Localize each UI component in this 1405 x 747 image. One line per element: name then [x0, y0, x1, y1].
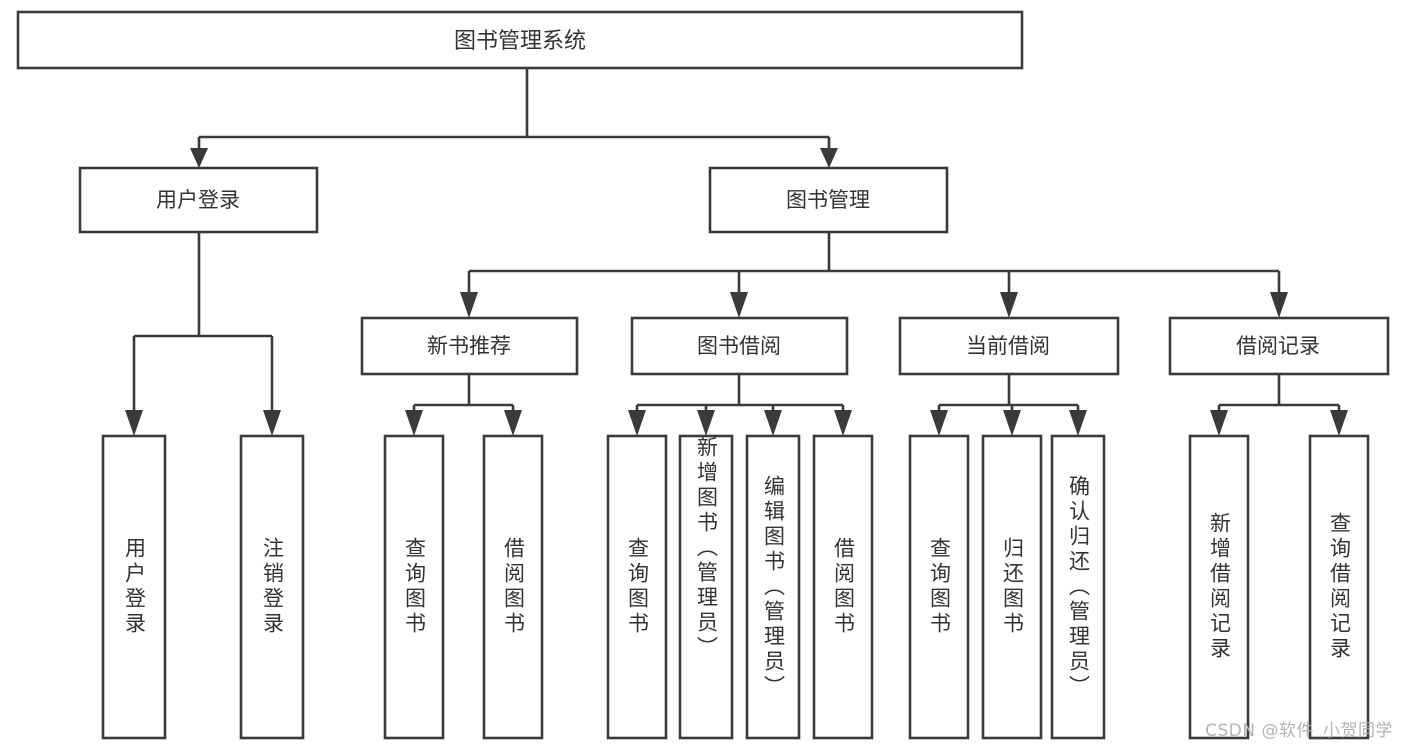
arrow-head-borrow-record: [1270, 292, 1288, 318]
node-user-login[interactable]: [78, 166, 319, 234]
node-leaf-query-borrow-record[interactable]: [1308, 434, 1370, 740]
label-user-login: 用户登录: [156, 188, 240, 212]
arrow-head-leaf-user-login: [125, 410, 143, 436]
node-leaf-query-book-borrow[interactable]: [606, 434, 668, 740]
node-new-book-rec[interactable]: [360, 316, 579, 376]
arrow-head-leaf-query-book-borrow: [628, 410, 646, 436]
arrow-head-leaf-borrow-book-rec: [504, 410, 522, 436]
arrow-head-leaf-add-borrow-record: [1210, 410, 1228, 436]
node-root[interactable]: [16, 10, 1024, 70]
csdn-watermark: CSDN @软件_小贺同学: [1205, 721, 1393, 741]
node-leaf-edit-book-admin[interactable]: [745, 434, 801, 740]
node-leaf-user-login[interactable]: [101, 434, 167, 740]
node-book-mgmt[interactable]: [708, 166, 949, 234]
node-leaf-return-book[interactable]: [981, 434, 1043, 740]
node-leaf-confirm-return-admin[interactable]: [1050, 434, 1106, 740]
node-label-group: 图书管理系统 用户登录 图书管理 新书推荐 图书借阅 当前借阅 借阅记录: [156, 29, 1320, 358]
node-leaf-logout-login[interactable]: [239, 434, 305, 740]
arrow-head-leaf-add-book-admin: [697, 410, 715, 436]
node-leaf-add-book-admin[interactable]: [678, 434, 734, 740]
arrow-head-book-borrow: [730, 292, 748, 318]
label-book-borrow: 图书借阅: [697, 334, 781, 358]
node-group: [16, 10, 1390, 740]
arrow-head-book-mgmt: [820, 148, 838, 168]
node-current-borrow[interactable]: [898, 316, 1120, 376]
label-new-book-rec: 新书推荐: [427, 334, 511, 358]
arrow-head-leaf-query-book-current: [930, 410, 948, 436]
arrow-head-leaf-query-borrow-record: [1330, 410, 1348, 436]
connector-group: [125, 68, 1348, 436]
node-leaf-add-borrow-record[interactable]: [1188, 434, 1250, 740]
node-book-borrow[interactable]: [630, 316, 849, 376]
label-book-mgmt: 图书管理: [786, 188, 870, 212]
node-leaf-borrow-book-rec[interactable]: [482, 434, 544, 740]
arrow-head-leaf-confirm-return-admin: [1069, 410, 1087, 436]
arrow-head-current-borrow: [1000, 292, 1018, 318]
arrow-head-leaf-return-book: [1003, 410, 1021, 436]
node-leaf-query-book-rec[interactable]: [383, 434, 445, 740]
arrow-head-leaf-query-book-rec: [405, 410, 423, 436]
node-leaf-borrow-book[interactable]: [812, 434, 874, 740]
arrow-head-leaf-edit-book-admin: [764, 410, 782, 436]
arrow-head-new-book-rec: [460, 292, 478, 318]
label-borrow-record: 借阅记录: [1236, 334, 1320, 358]
arrow-head-leaf-borrow-book: [834, 410, 852, 436]
node-leaf-query-book-current[interactable]: [908, 434, 970, 740]
arrow-head-leaf-logout-login: [263, 410, 281, 436]
label-current-borrow: 当前借阅: [966, 334, 1050, 358]
label-root: 图书管理系统: [454, 29, 586, 54]
node-borrow-record[interactable]: [1168, 316, 1390, 376]
arrow-head-user-login: [190, 148, 208, 168]
